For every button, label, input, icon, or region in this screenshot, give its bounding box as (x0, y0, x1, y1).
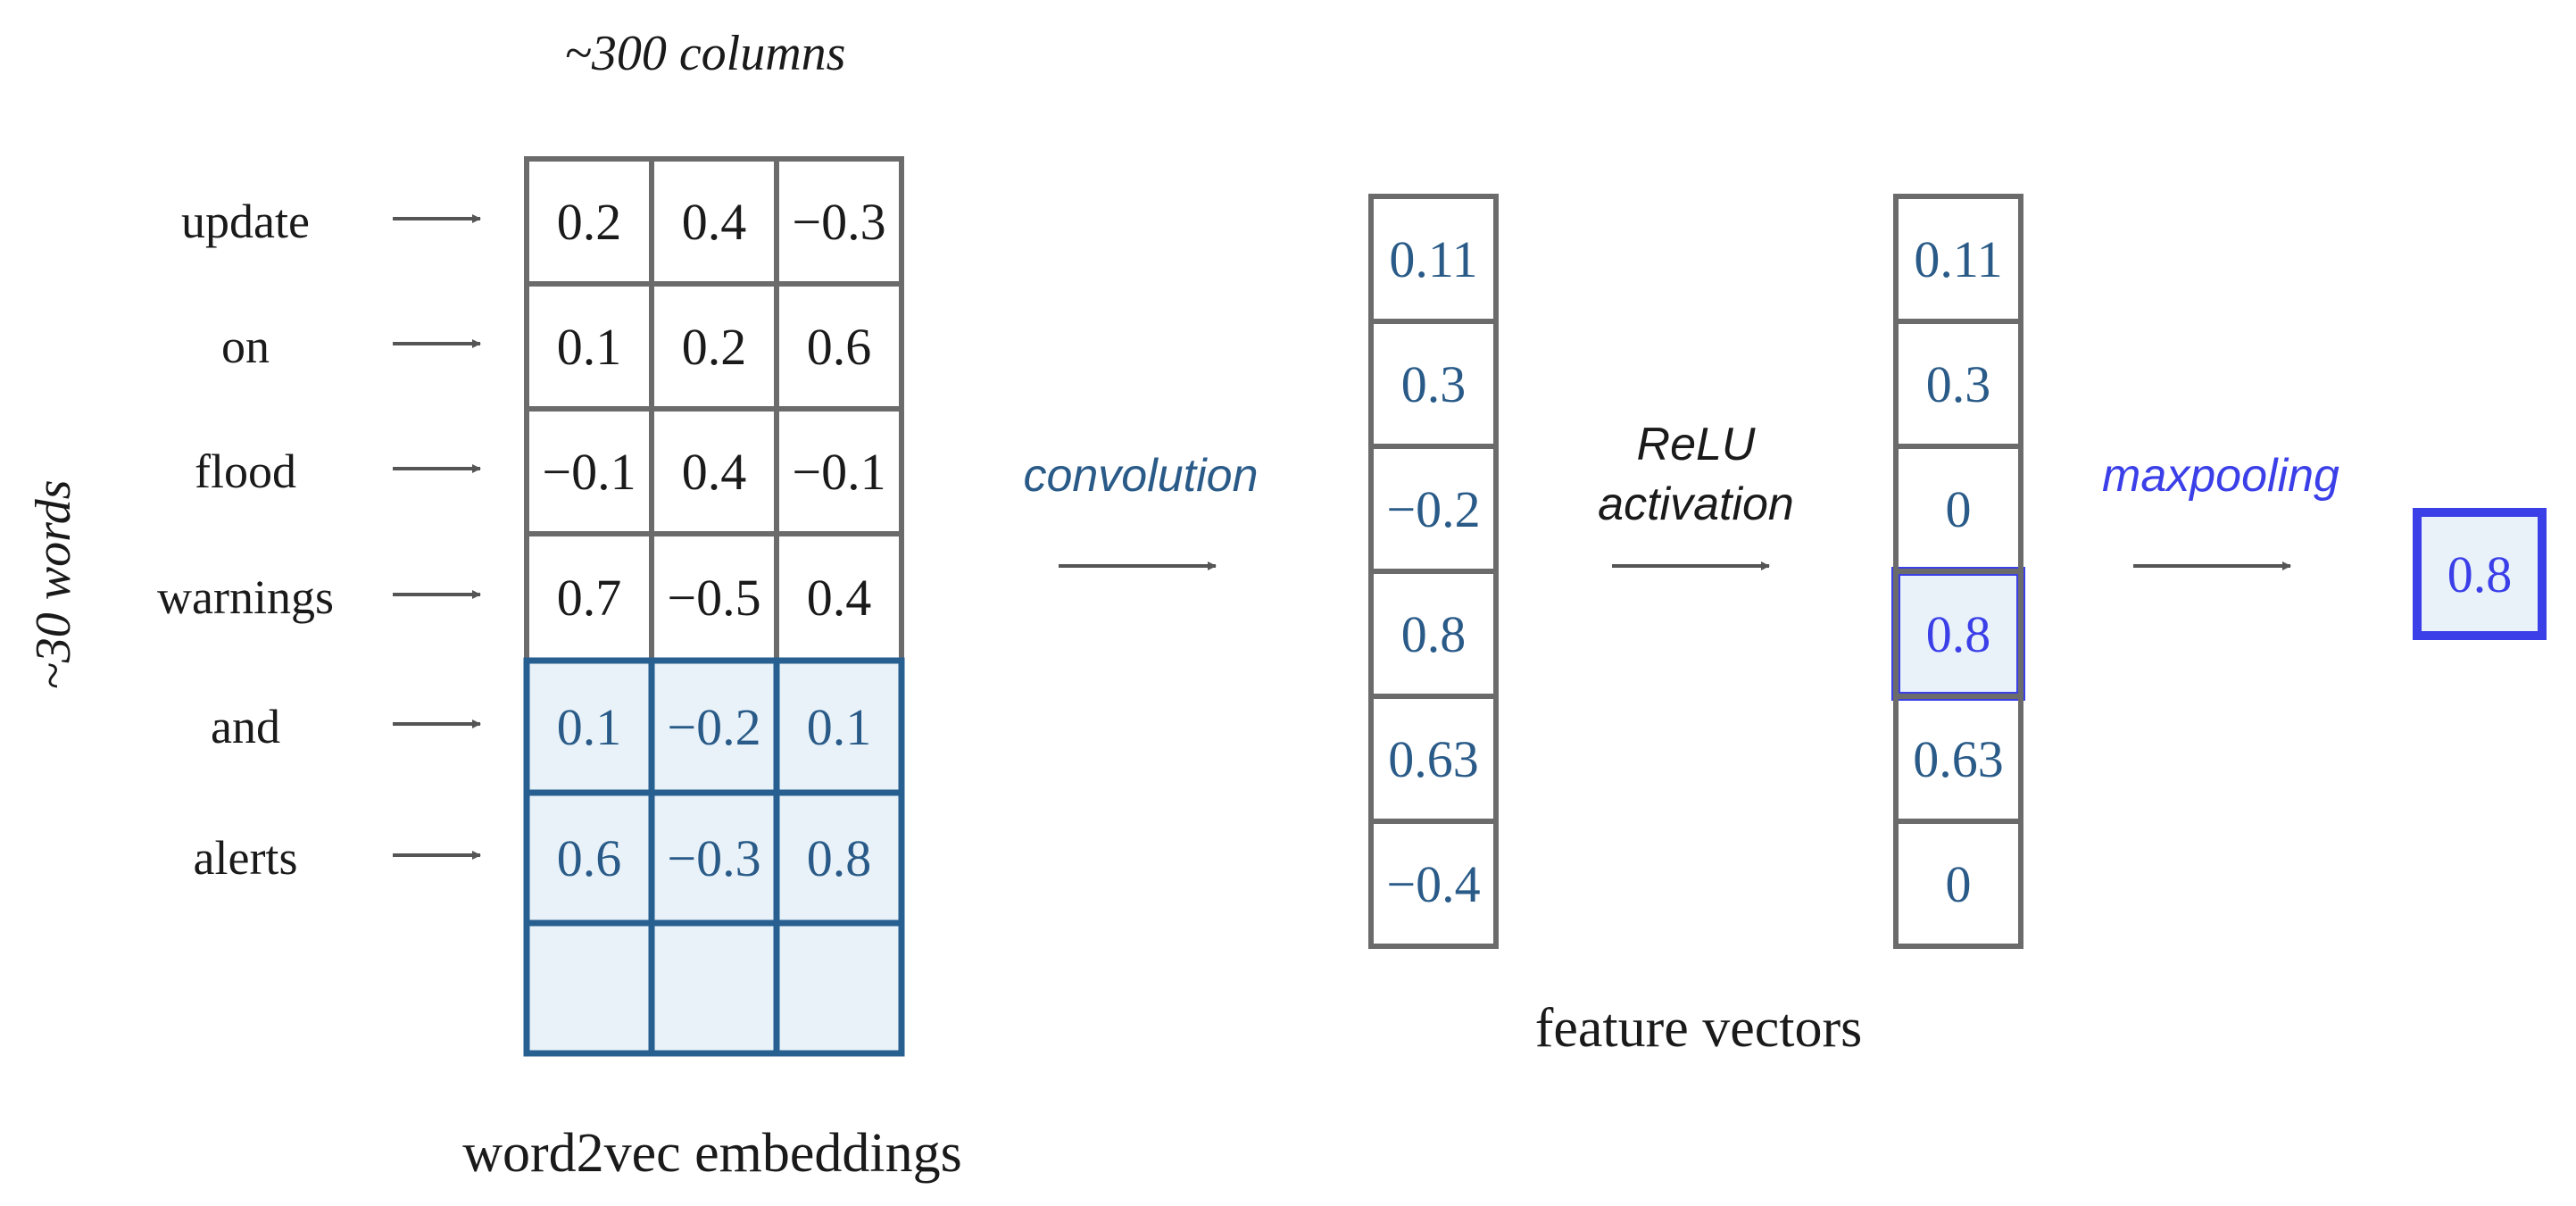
relu-label-line2: activation (1598, 478, 1794, 530)
embedding-value: 0.7 (557, 569, 622, 627)
embedding-value: 0.4 (682, 443, 747, 501)
embedding-value: 0.1 (807, 698, 872, 756)
relu-value: 0.3 (1926, 355, 1991, 413)
embedding-value: −0.3 (792, 193, 885, 251)
pooled-box (2413, 508, 2547, 640)
rows-note: ~30 words (26, 479, 81, 689)
conv-value: −0.4 (1386, 855, 1480, 913)
relu-value: 0.8 (1926, 605, 1991, 663)
embedding-value: −0.5 (667, 569, 760, 627)
embedding-value: 0.4 (682, 193, 747, 251)
feature-vectors-caption: feature vectors (1535, 998, 1863, 1059)
conv-value: −0.2 (1386, 480, 1480, 538)
relu-value: 0 (1946, 855, 1972, 913)
embedding-value: 0.1 (557, 698, 622, 756)
embedding-value: 0.6 (557, 829, 622, 887)
embedding-value: 0.4 (807, 569, 872, 627)
embeddings-caption: word2vec embeddings (462, 1123, 962, 1184)
columns-note: ~300 columns (565, 26, 846, 81)
relu-value: 0 (1946, 480, 1972, 538)
embedding-value: −0.1 (792, 443, 885, 501)
embedding-value: 0.1 (557, 318, 622, 376)
embedding-value: −0.1 (542, 443, 636, 501)
conv-feature-vector: 0.11 0.3 −0.2 0.8 0.63 −0.4 (1368, 194, 1499, 949)
conv-value: 0.11 (1389, 230, 1477, 288)
relu-cell (1893, 819, 2023, 949)
embedding-matrix: 0.2 0.4 −0.3 0.1 0.2 0.6 −0.1 0.4 −0.1 0.7 −0.5 0.4… (523, 156, 905, 1057)
word-labels: update on flood warnings and alerts (157, 195, 481, 885)
embedding-value: 0.8 (807, 829, 872, 887)
conv-value: 0.3 (1401, 355, 1467, 413)
conv-value: 0.8 (1401, 605, 1467, 663)
relu-value: 0.63 (1913, 730, 2004, 788)
embedding-value: −0.3 (667, 829, 760, 887)
relu-feature-vector: 0.11 0.3 0 0.8 0.63 0 (1891, 194, 2025, 949)
conv-cell (1368, 819, 1499, 949)
pooled-value: 0.8 (2447, 545, 2513, 603)
word-label: warnings (157, 570, 334, 624)
word-label: flood (195, 445, 296, 498)
relu-label-line1: ReLU (1637, 419, 1756, 470)
maxpooling-label: maxpooling (2102, 450, 2339, 502)
convolution-window-fill (527, 661, 902, 1053)
pooled-output: 0.8 (2413, 508, 2547, 640)
embedding-value: 0.2 (557, 193, 622, 251)
convolution-label: convolution (1023, 450, 1258, 502)
word-label: alerts (194, 831, 298, 885)
conv-value: 0.63 (1388, 730, 1479, 788)
word-label: on (221, 320, 270, 373)
embedding-value: 0.6 (807, 318, 872, 376)
embedding-value: 0.2 (682, 318, 747, 376)
relu-value: 0.11 (1914, 230, 2002, 288)
embedding-cell (773, 919, 905, 1057)
word-label: and (211, 700, 280, 753)
word-label: update (181, 195, 310, 248)
embedding-value: −0.2 (667, 698, 760, 756)
